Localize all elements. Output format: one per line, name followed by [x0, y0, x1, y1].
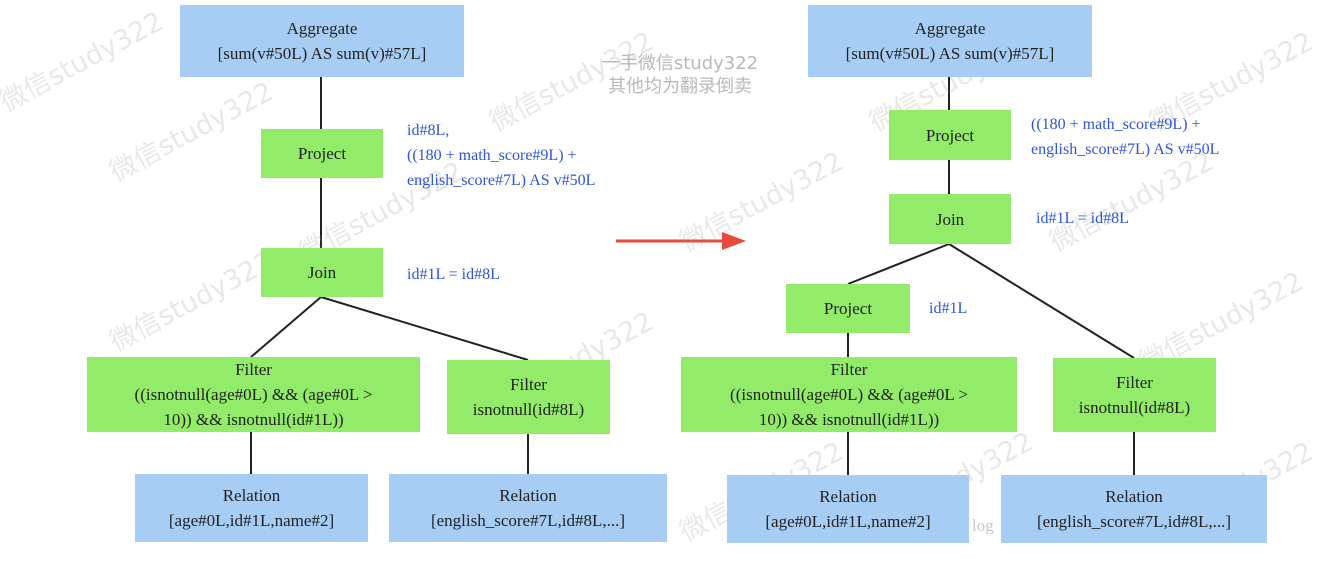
node-detail: [age#0L,id#1L,name#2] — [765, 512, 931, 531]
watermark-center: 一手微信study322 其他均为翻录倒卖 — [575, 52, 785, 98]
right-project-bottom-note: id#1L — [929, 300, 968, 317]
node-title: Filter — [830, 360, 868, 379]
left-aggregate-node: Aggregate [sum(v#50L) AS sum(v)#57L] — [180, 5, 464, 77]
node-line: 10)) && isnotnull(id#1L)) — [758, 410, 940, 429]
note-line: english_score#7L) AS v#50L — [1031, 141, 1220, 158]
left-filter-left-node: Filter ((isnotnull(age#0L) && (age#0L > … — [87, 357, 420, 432]
node-title: Join — [935, 209, 965, 229]
node-title: Relation — [222, 486, 281, 505]
watermark-line: 一手微信study322 — [601, 53, 759, 74]
right-relation-right-node: Relation [english_score#7L,id#8L,...] — [1001, 475, 1267, 543]
note-line: english_score#7L) AS v#50L — [407, 172, 596, 189]
node-detail: [sum(v#50L) AS sum(v)#57L] — [845, 44, 1055, 63]
node-title: Project — [297, 144, 347, 163]
watermark-line: 其他均为翻录倒卖 — [608, 76, 752, 97]
right-aggregate-node: Aggregate [sum(v#50L) AS sum(v)#57L] — [808, 5, 1092, 77]
left-project-node: Project — [261, 129, 383, 178]
left-filter-right-node: Filter isnotnull(id#8L) — [447, 360, 610, 434]
note-line: ((180 + math_score#9L) + — [1031, 116, 1201, 133]
left-project-note: id#8L, ((180 + math_score#9L) + english_… — [407, 118, 595, 193]
note-line: id#8L, — [407, 122, 450, 139]
node-line: isnotnull(id#8L) — [472, 400, 585, 419]
left-join-node: Join — [261, 248, 383, 297]
node-line: ((isnotnull(age#0L) && (age#0L > — [730, 385, 968, 404]
left-join-note: id#1L = id#8L — [407, 266, 500, 283]
node-line: isnotnull(id#8L) — [1078, 398, 1191, 417]
left-relation-right-node: Relation [english_score#7L,id#8L,...] — [389, 474, 667, 542]
node-title: Aggregate — [286, 19, 358, 38]
edge-join-project-right — [847, 243, 950, 285]
node-title: Project — [823, 299, 873, 318]
node-title: Filter — [235, 360, 272, 379]
right-filter-left-node: Filter ((isnotnull(age#0L) && (age#0L > … — [681, 357, 1017, 432]
node-title: Relation — [499, 486, 557, 505]
transform-arrow — [616, 232, 746, 250]
node-line: 10)) && isnotnull(id#1L)) — [163, 410, 344, 429]
right-join-note: id#1L = id#8L — [1036, 210, 1129, 227]
right-join-node: Join — [889, 194, 1011, 244]
node-title: Join — [307, 263, 337, 282]
right-relation-left-node: Relation [age#0L,id#1L,name#2] — [727, 475, 969, 543]
edge-join-filter-right-left — [320, 296, 529, 361]
node-line: ((isnotnull(age#0L) && (age#0L > — [134, 385, 373, 404]
note-line: ((180 + math_score#9L) + — [407, 147, 577, 164]
node-detail: [english_score#7L,id#8L,...] — [430, 511, 626, 530]
right-filter-right-node: Filter isnotnull(id#8L) — [1053, 358, 1216, 432]
node-title: Relation — [819, 487, 877, 506]
watermark-faint-text: log — [972, 516, 994, 535]
node-title: Aggregate — [914, 19, 986, 38]
node-detail: [sum(v#50L) AS sum(v)#57L] — [217, 44, 427, 63]
node-title: Project — [925, 125, 975, 145]
node-detail: [age#0L,id#1L,name#2] — [168, 511, 335, 530]
edge-join-filter-right-right — [948, 243, 1135, 359]
right-project-bottom-node: Project — [786, 284, 910, 333]
edge-join-filter-left — [250, 296, 322, 358]
left-relation-left-node: Relation [age#0L,id#1L,name#2] — [135, 474, 368, 542]
node-detail: [english_score#7L,id#8L,...] — [1036, 512, 1232, 531]
right-project-top-note: ((180 + math_score#9L) + english_score#7… — [1031, 112, 1219, 162]
node-title: Filter — [510, 375, 547, 394]
node-title: Filter — [1116, 373, 1153, 392]
right-project-top-node: Project — [889, 110, 1011, 160]
node-title: Relation — [1105, 487, 1163, 506]
